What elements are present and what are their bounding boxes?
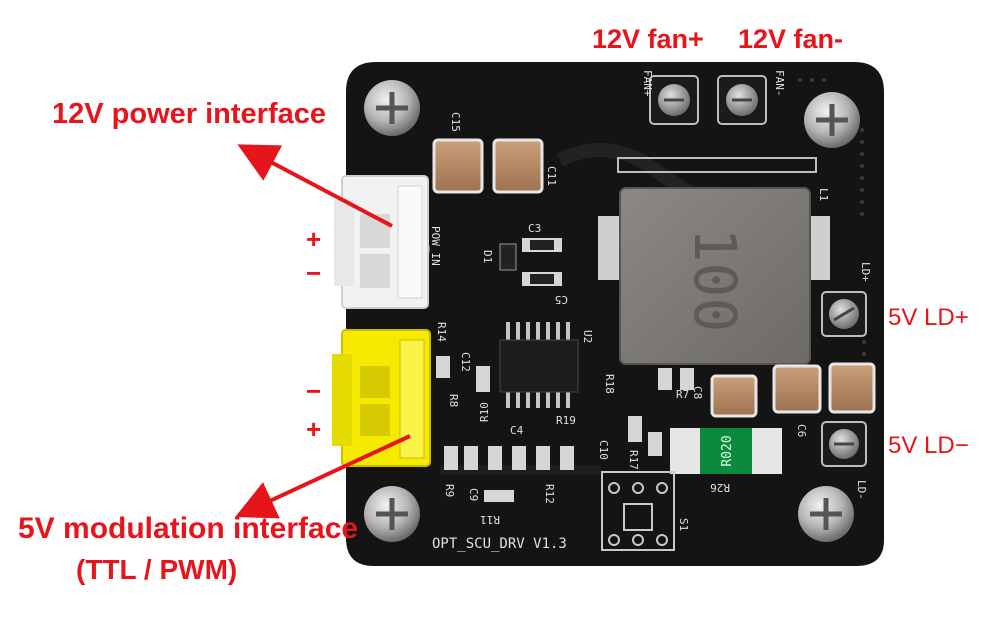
screw-icon (364, 80, 420, 136)
silk-r19: R19 (556, 414, 576, 427)
power-interface-label: 12V power interface (52, 98, 326, 130)
silk-c15: C15 (449, 112, 462, 132)
silk-c3: C3 (528, 222, 541, 235)
modulation-interface-label: 5V modulation interface (18, 512, 359, 545)
ld-minus-terminal (821, 421, 867, 467)
silk-pow-in: POW_IN (429, 226, 442, 266)
power-connector (334, 175, 429, 309)
modulation-minus-sign: − (306, 376, 322, 406)
silk-r7: R7 (676, 388, 689, 401)
silk-r9: R9 (443, 484, 456, 497)
silk-fan-plus: FAN+ (641, 70, 654, 97)
fan-plus-label: 12V fan+ (592, 24, 704, 54)
screw-icon (364, 486, 420, 542)
silk-u2: U2 (581, 330, 594, 343)
silk-r26: R26 (710, 481, 730, 494)
silk-c5: C5 (555, 293, 568, 306)
fan-plus-terminal (649, 75, 699, 125)
screw-icon (798, 486, 854, 542)
silk-fan-minus: FAN- (773, 70, 786, 97)
silk-l1: L1 (817, 188, 830, 201)
silk-c10: C10 (597, 440, 610, 460)
inductor: 100 (598, 187, 830, 365)
silk-c8: C8 (691, 386, 704, 399)
silk-r11: R11 (480, 513, 500, 526)
ic-chip (499, 322, 579, 408)
modulation-type-label: (TTL / PWM) (76, 554, 238, 585)
modulation-plus-sign: + (306, 414, 322, 444)
silk-r18: R18 (603, 374, 616, 394)
resistor-marking: R020 (720, 435, 735, 466)
silk-r14: R14 (435, 322, 448, 342)
power-minus-sign: − (306, 258, 322, 288)
ld-plus-label: 5V LD+ (888, 304, 969, 331)
silk-s1: S1 (677, 518, 690, 531)
ld-plus-terminal (821, 291, 867, 337)
modulation-connector (332, 329, 431, 467)
smd-components (436, 238, 694, 502)
silk-c6: C6 (795, 424, 808, 437)
switch-footprint (601, 471, 675, 551)
silk-c9: C9 (467, 488, 480, 501)
inductor-marking: 100 (681, 228, 749, 333)
silkscreen-outline (617, 157, 817, 173)
fan-minus-label: 12V fan- (738, 24, 844, 54)
silk-c4: C4 (510, 424, 524, 437)
silk-r10: R10 (478, 402, 491, 422)
capacitor (432, 138, 544, 194)
silk-r8: R8 (447, 394, 460, 407)
fan-minus-terminal (717, 75, 767, 125)
silk-r17: R17 (627, 450, 640, 470)
screw-icon (804, 92, 860, 148)
silk-c12: C12 (459, 352, 472, 372)
silk-c11: C11 (545, 166, 558, 186)
ld-minus-label: 5V LD− (888, 432, 969, 459)
silk-r12: R12 (543, 484, 556, 504)
sense-resistor: R020 (670, 428, 782, 474)
power-plus-sign: + (306, 224, 322, 254)
silk-d1: D1 (481, 250, 494, 263)
silk-ld-plus: LD+ (859, 262, 872, 282)
board-name: OPT_SCU_DRV V1.3 (432, 536, 567, 552)
pcb-trace (556, 143, 704, 206)
capacitor (710, 362, 876, 418)
silk-ld-minus: LD- (855, 480, 868, 500)
power-arrow (237, 144, 393, 228)
modulation-arrow (235, 434, 411, 519)
